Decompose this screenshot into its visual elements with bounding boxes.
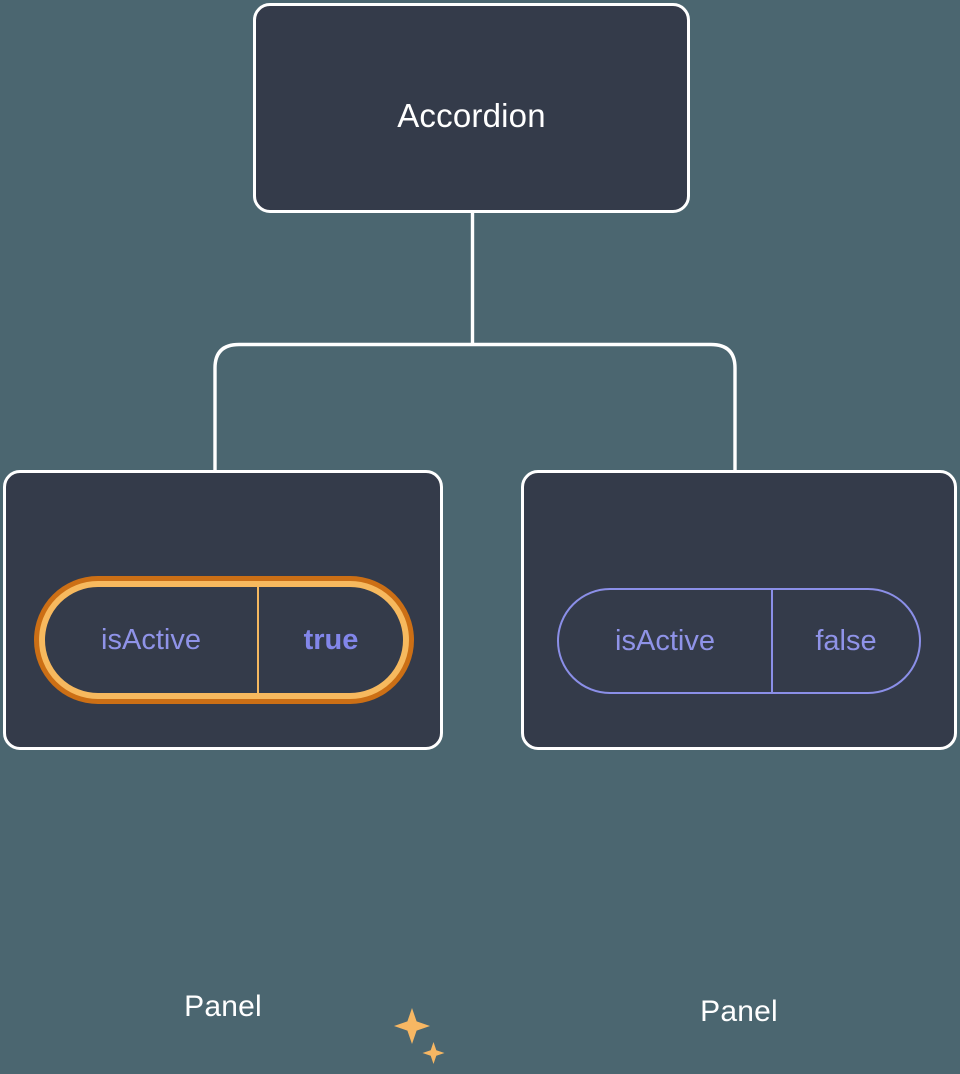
prop-key: isActive bbox=[615, 624, 715, 657]
node-accordion[interactable]: Accordion bbox=[253, 3, 690, 213]
diagram-canvas: Accordion Panel isActive true Panel isAc… bbox=[3, 3, 957, 1064]
prop-pill-isactive-false[interactable]: isActive false bbox=[557, 588, 921, 694]
prop-key: isActive bbox=[101, 623, 201, 656]
node-accordion-title: Accordion bbox=[397, 97, 546, 134]
prop-value: true bbox=[257, 587, 403, 693]
connector-branch bbox=[213, 342, 737, 470]
sparkle-small-icon bbox=[422, 1042, 445, 1064]
node-panel-left-title: Panel bbox=[184, 990, 262, 1023]
prop-value: false bbox=[771, 590, 919, 692]
node-panel-right-title: Panel bbox=[700, 995, 778, 1028]
prop-pill-isactive-true[interactable]: isActive true bbox=[39, 581, 409, 699]
